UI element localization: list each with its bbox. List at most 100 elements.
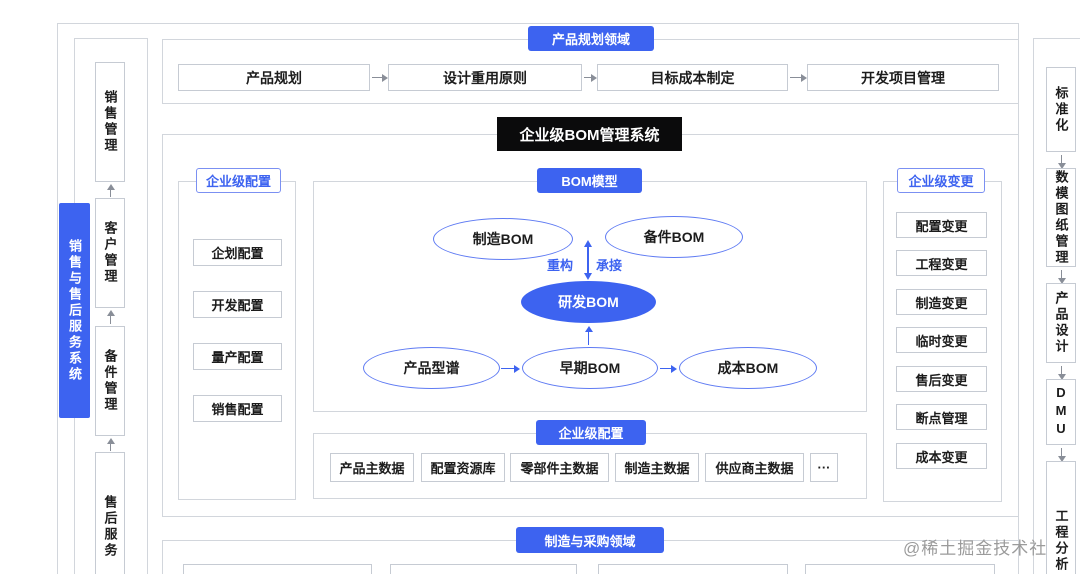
arrow-right-icon xyxy=(501,364,520,373)
top-step-label: 产品规划 xyxy=(246,69,302,86)
edge-label-text: 承接 xyxy=(596,258,623,273)
arrow-right-icon xyxy=(584,73,597,82)
top-step-dev-project-mgmt: 开发项目管理 xyxy=(807,64,999,91)
bom-node-label: 产品型谱 xyxy=(403,360,460,376)
change-item-manufacturing: 制造变更 xyxy=(896,289,987,315)
bottom-domain-badge-label: 制造与采购领域 xyxy=(544,533,636,549)
left-module-sales-mgmt: 销售管理 xyxy=(95,62,125,182)
site-watermark: @稀土掘金技术社区 xyxy=(903,534,1065,559)
arrow-right-icon xyxy=(372,73,388,82)
master-data-label: 零部件主数据 xyxy=(520,461,599,476)
arrow-down-icon xyxy=(1057,155,1066,169)
left-module-label: 客户管理 xyxy=(102,221,118,285)
config-item-label: 开发配置 xyxy=(211,298,264,313)
config-item-planning: 企划配置 xyxy=(193,239,282,266)
change-item-label: 配置变更 xyxy=(915,218,968,234)
master-data-badge: 企业级配置 xyxy=(536,420,646,445)
config-item-label: 企划配置 xyxy=(211,246,264,261)
top-step-product-planning: 产品规划 xyxy=(178,64,370,91)
arrow-right-icon xyxy=(660,364,677,373)
arrow-up-icon xyxy=(106,310,115,324)
bom-node-early: 早期BOM xyxy=(522,347,658,389)
bom-node-cost: 成本BOM xyxy=(679,347,817,389)
bom-node-spectrum: 产品型谱 xyxy=(363,347,500,389)
config-item-label: 量产配置 xyxy=(211,350,264,365)
master-data-config-library: 配置资源库 xyxy=(421,453,505,482)
bom-node-label: 早期BOM xyxy=(559,360,621,376)
master-data-label: 产品主数据 xyxy=(339,461,405,476)
edge-label-text: 重构 xyxy=(547,258,574,273)
change-column-badge-label: 企业级变更 xyxy=(908,174,974,189)
right-module-cad-drawing-mgmt: 数模图纸管理 xyxy=(1046,168,1076,267)
change-item-breakpoint: 断点管理 xyxy=(896,404,987,430)
right-module-label: DMU xyxy=(1053,385,1069,439)
arrow-down-icon xyxy=(1057,448,1066,462)
master-data-more: ··· xyxy=(810,453,838,482)
bom-model-badge-label: BOM模型 xyxy=(561,174,618,189)
bottom-step-box xyxy=(183,564,372,574)
arrow-down-icon xyxy=(1057,270,1066,284)
bom-node-spare: 备件BOM xyxy=(605,216,743,258)
change-item-label: 制造变更 xyxy=(915,295,968,311)
master-data-supplier: 供应商主数据 xyxy=(705,453,804,482)
bom-model-badge: BOM模型 xyxy=(537,168,642,193)
left-module-label: 备件管理 xyxy=(102,349,118,413)
left-system-bar-label: 销售与售后服务系统 xyxy=(67,238,82,383)
left-module-spare-parts-mgmt: 备件管理 xyxy=(95,326,125,436)
config-column-frame xyxy=(178,181,296,500)
more-ellipsis-icon: ··· xyxy=(817,460,831,475)
arrow-up-icon xyxy=(584,326,593,345)
config-column-badge-label: 企业级配置 xyxy=(205,174,271,189)
arrow-up-icon xyxy=(106,438,115,451)
change-item-engineering: 工程变更 xyxy=(896,250,987,276)
bom-node-label: 制造BOM xyxy=(472,231,534,247)
master-data-label: 配置资源库 xyxy=(430,461,496,476)
change-item-config: 配置变更 xyxy=(896,212,987,238)
left-module-after-sales-service: 售后服务 xyxy=(95,452,125,574)
bom-system-title: 企业级BOM管理系统 xyxy=(497,117,682,151)
top-step-label: 设计重用原则 xyxy=(443,69,527,86)
change-column-badge: 企业级变更 xyxy=(897,168,985,193)
master-data-parts: 零部件主数据 xyxy=(510,453,609,482)
left-module-customer-mgmt: 客户管理 xyxy=(95,198,125,308)
master-data-label: 供应商主数据 xyxy=(715,461,794,476)
bottom-step-box xyxy=(598,564,788,574)
change-item-label: 售后变更 xyxy=(915,372,968,388)
change-item-cost: 成本变更 xyxy=(896,443,987,469)
right-module-standardization: 标准化 xyxy=(1046,67,1076,152)
bom-node-rd: 研发BOM xyxy=(521,281,656,323)
bottom-step-box xyxy=(805,564,995,574)
config-item-mass-production: 量产配置 xyxy=(193,343,282,370)
left-system-bar: 销售与售后服务系统 xyxy=(59,203,90,418)
top-step-target-cost: 目标成本制定 xyxy=(597,64,788,91)
arrow-up-icon xyxy=(106,184,115,197)
right-module-dmu: DMU xyxy=(1046,379,1076,445)
top-step-label: 开发项目管理 xyxy=(861,69,945,86)
bom-system-title-label: 企业级BOM管理系统 xyxy=(519,126,660,144)
master-data-product: 产品主数据 xyxy=(330,453,414,482)
right-module-label: 产品设计 xyxy=(1053,291,1069,355)
change-item-temporary: 临时变更 xyxy=(896,327,987,353)
left-module-label: 售后服务 xyxy=(102,495,118,559)
change-item-label: 成本变更 xyxy=(915,449,968,465)
bom-node-label: 备件BOM xyxy=(643,229,705,245)
config-column-badge: 企业级配置 xyxy=(196,168,281,193)
config-item-label: 销售配置 xyxy=(211,402,264,417)
site-watermark-text: @稀土掘金技术社区 xyxy=(903,539,1066,558)
right-system-frame xyxy=(1033,38,1080,574)
arrow-down-icon xyxy=(1057,366,1066,380)
config-item-sales: 销售配置 xyxy=(193,395,282,422)
right-module-label: 标准化 xyxy=(1053,85,1069,134)
top-step-label: 目标成本制定 xyxy=(650,69,735,86)
change-item-after-sales: 售后变更 xyxy=(896,366,987,392)
bom-node-manufacturing: 制造BOM xyxy=(433,218,573,260)
right-module-product-design: 产品设计 xyxy=(1046,283,1076,363)
change-item-label: 临时变更 xyxy=(915,333,968,349)
right-module-label: 工程分析 xyxy=(1053,509,1069,573)
top-step-design-reuse: 设计重用原则 xyxy=(388,64,582,91)
right-module-label: 数模图纸管理 xyxy=(1053,169,1069,266)
arrow-up-down-icon xyxy=(584,240,592,280)
left-module-label: 销售管理 xyxy=(102,90,118,154)
bottom-step-box xyxy=(390,564,577,574)
